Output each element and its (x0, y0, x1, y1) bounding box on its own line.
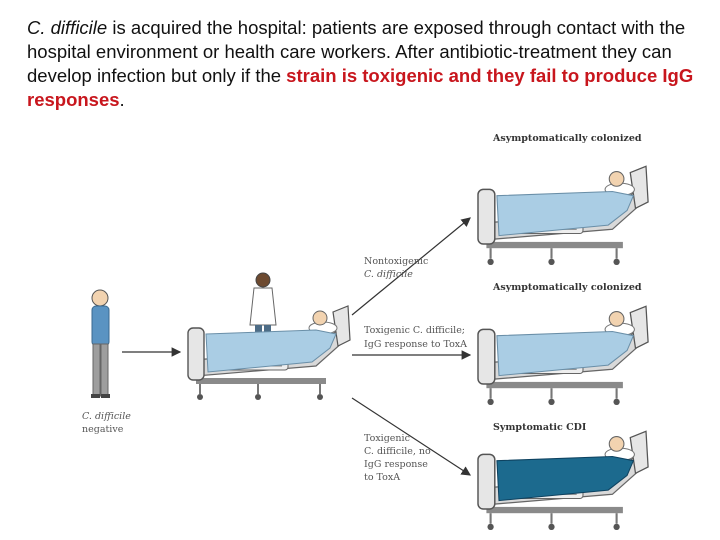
svg-text:C. difficile: C. difficile (364, 269, 413, 280)
blanket-2 (496, 330, 635, 377)
caption-text: C. difficile is acquired the hospital: p… (27, 16, 697, 112)
svg-text:to ToxA: to ToxA (364, 472, 400, 483)
svg-text:IgG response to ToxA: IgG response to ToxA (364, 339, 467, 350)
caption-highlight: strain is toxigenic and they fail to pro… (27, 65, 694, 110)
outcome-bed-2 (476, 305, 650, 407)
svg-text:Nontoxigenic: Nontoxigenic (364, 256, 428, 267)
person-label-line2: negative (82, 424, 124, 435)
branch-1-condition: Nontoxigenic C. difficile (364, 256, 428, 280)
person-label-line1: C. difficile (82, 411, 131, 422)
branch-2-condition: Toxigenic C. difficile; IgG response to … (364, 325, 467, 350)
outcome-2-label: Asymptomatically colonized (492, 282, 642, 293)
outcome-bed-1 (476, 165, 650, 267)
svg-text:IgG response: IgG response (364, 459, 428, 470)
blanket-3 (496, 455, 635, 502)
branch-3-condition: Toxigenic C. difficile, no IgG response … (364, 433, 431, 483)
blanket-1 (496, 190, 635, 237)
svg-text:C. difficile, no: C. difficile, no (364, 446, 431, 457)
outcome-bed-3 (476, 430, 650, 532)
svg-text:Toxigenic C. difficile;: Toxigenic C. difficile; (364, 325, 465, 336)
arrow-branch-3 (351, 397, 472, 476)
caption-part1: is acquired the hospital: patients are e… (27, 17, 686, 86)
healthy-person (91, 289, 110, 398)
arrow-branch-1 (351, 217, 471, 316)
outcome-3-label: Symptomatic CDI (493, 422, 587, 433)
svg-text:Toxigenic: Toxigenic (364, 433, 410, 444)
hospital-bed-center (187, 305, 351, 401)
organism-name: C. difficile (27, 17, 108, 38)
outcome-1-label: Asymptomatically colonized (492, 133, 642, 144)
caption-end: . (119, 89, 125, 110)
